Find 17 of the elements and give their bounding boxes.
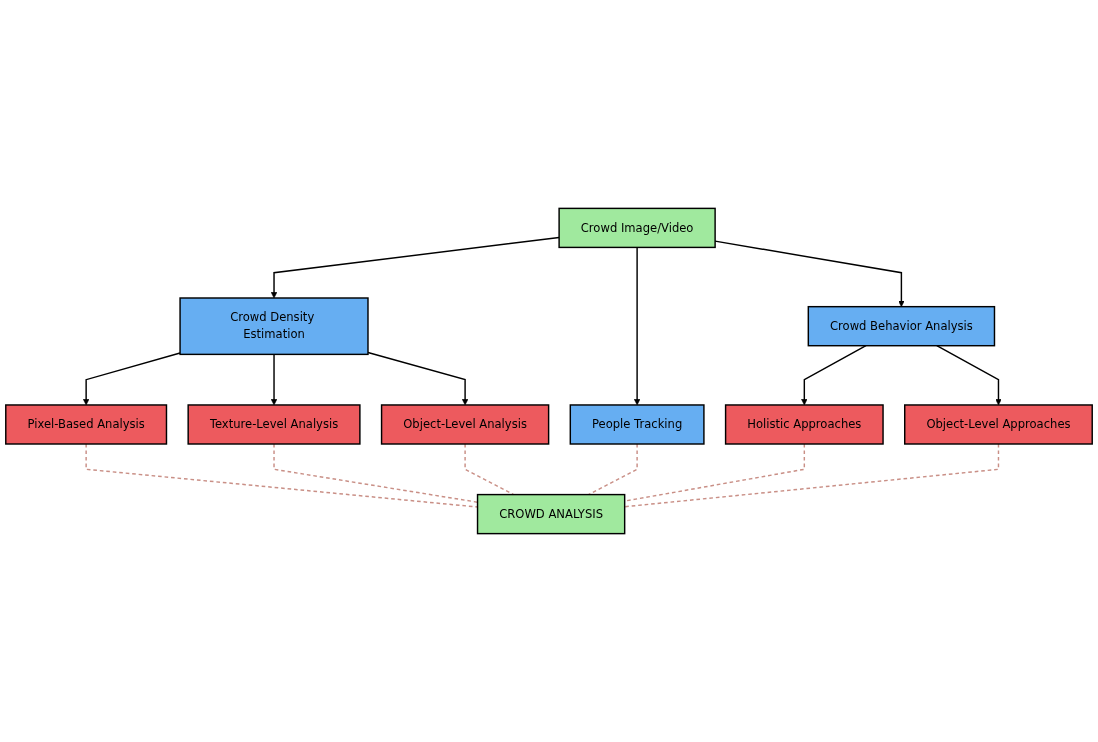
arrow [936, 344, 1002, 406]
arrow [367, 351, 469, 406]
node-box: Texture-Level Analysis [187, 404, 361, 445]
node-box: Object-Level Approaches [904, 404, 1093, 445]
node-box: People Tracking [569, 404, 705, 445]
node-box: Crowd Behavior Analysis [807, 305, 996, 347]
node-box: Crowd Image/Video [558, 207, 716, 249]
arrow [82, 352, 181, 406]
node-box: Object-Level Analysis [380, 404, 550, 445]
node-box: Holistic Approaches [724, 404, 884, 445]
arrow [270, 353, 278, 406]
arrow [270, 236, 560, 299]
node-box: Pixel-Based Analysis [5, 404, 168, 445]
node-box: CROWD ANALYSIS [476, 493, 626, 535]
node-box: Crowd Density Estimation [179, 297, 369, 356]
arrow [633, 246, 641, 406]
arrow [801, 344, 867, 406]
